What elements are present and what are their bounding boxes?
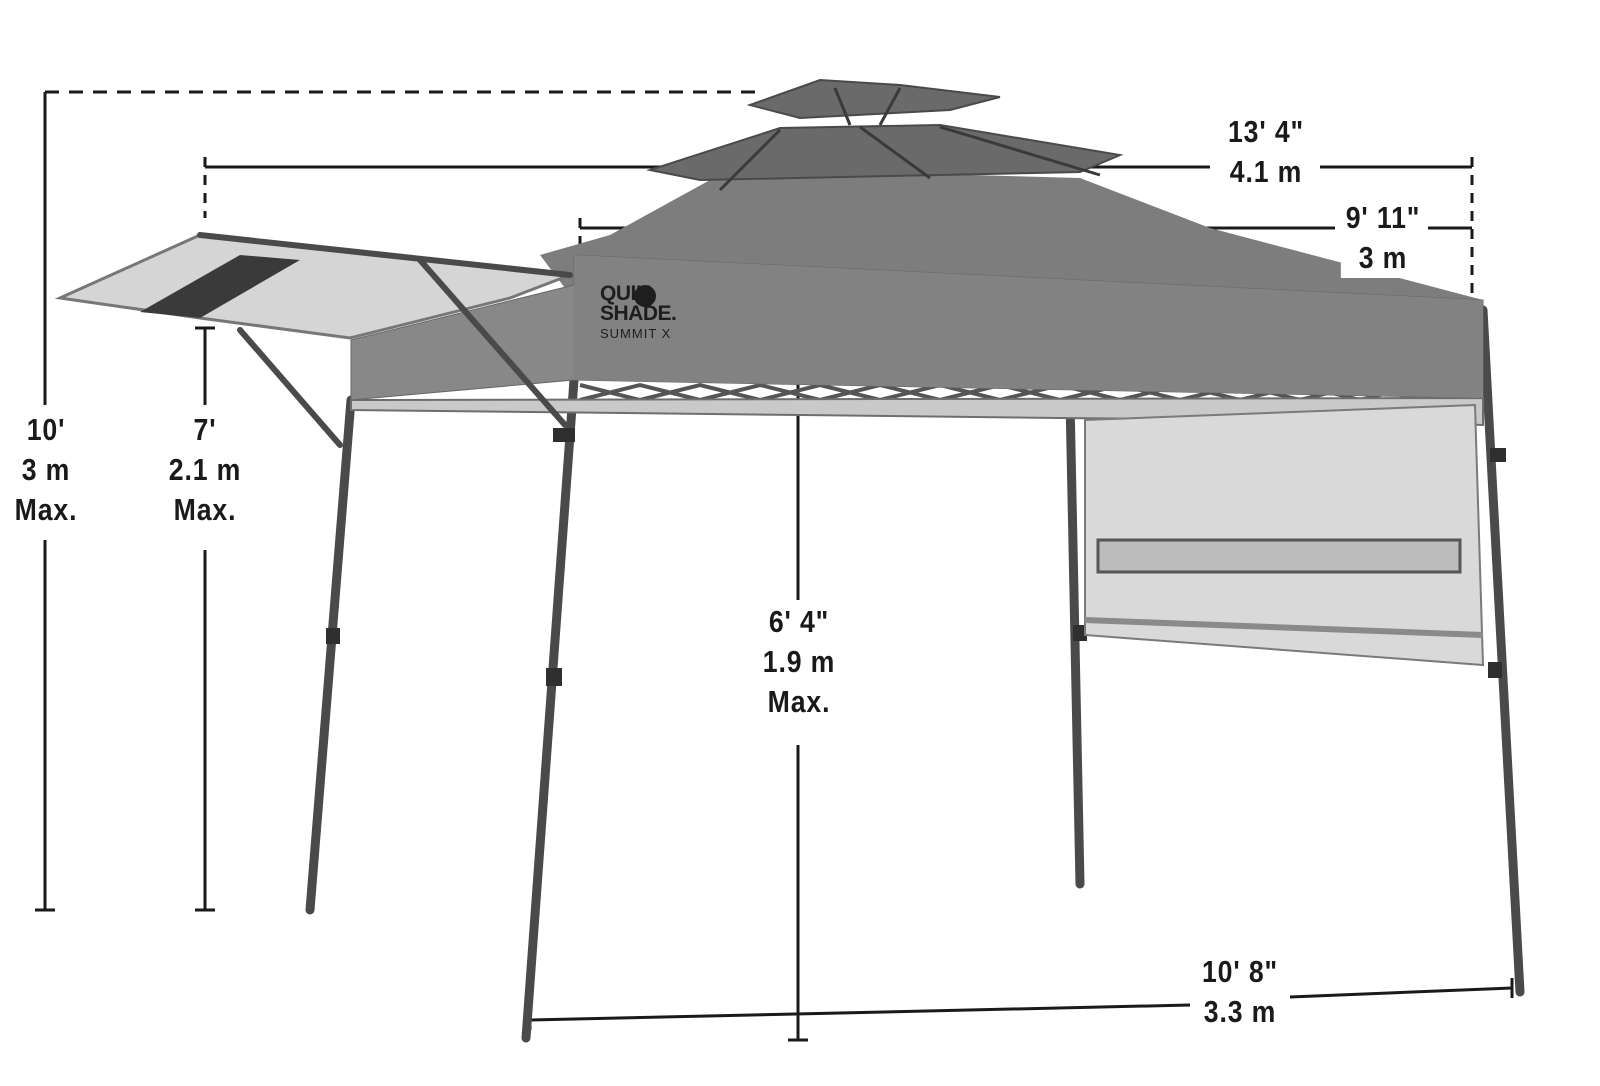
awning-height-label: 7' 2.1 m Max. [157, 410, 253, 530]
canopy-width-imperial: 9' 11" [1345, 200, 1421, 235]
overall-height-imperial: 10' [26, 412, 66, 447]
overall-height-label: 10' 3 m Max. [6, 410, 86, 530]
overall-width-metric: 4.1 m [1229, 154, 1303, 189]
vent-tier-upper [746, 78, 1001, 120]
vent-tier-lower [646, 123, 1124, 182]
base-width-imperial: 10' 8" [1201, 954, 1279, 989]
logo-line2: SHADE. [600, 302, 677, 325]
center-height-imperial: 6' 4" [768, 604, 830, 639]
side-wall-window [1096, 538, 1462, 574]
awning-window [140, 255, 300, 318]
brand-logo: QUIK SHADE. SUMMIT X [600, 282, 677, 341]
awning-height-note: Max. [173, 492, 237, 527]
leg-joints [326, 428, 1506, 686]
center-height-note: Max. [767, 684, 831, 719]
canopy-width-metric: 3 m [1358, 240, 1408, 275]
center-height-label: 6' 4" 1.9 m Max. [748, 602, 850, 722]
canopy-width-label: 9' 11" 3 m [1340, 198, 1426, 278]
awning-height-metric: 2.1 m [168, 452, 242, 487]
overall-height-note: Max. [14, 492, 78, 527]
overall-height-metric: 3 m [21, 452, 71, 487]
center-height-metric: 1.9 m [762, 644, 836, 679]
logo-emblem [634, 285, 656, 307]
base-width-metric: 3.3 m [1203, 994, 1277, 1029]
awning-height-imperial: 7' [193, 412, 217, 447]
logo-model: SUMMIT X [600, 326, 672, 341]
base-width-label: 10' 8" 3.3 m [1195, 952, 1285, 1032]
logo-line1: QUIK [600, 282, 651, 305]
canopy-front-face [574, 255, 1483, 398]
overall-width-imperial: 13' 4" [1227, 114, 1305, 149]
side-wall [1084, 403, 1485, 667]
frame-legs [305, 305, 1525, 1043]
overall-width-label: 13' 4" 4.1 m [1216, 112, 1316, 192]
